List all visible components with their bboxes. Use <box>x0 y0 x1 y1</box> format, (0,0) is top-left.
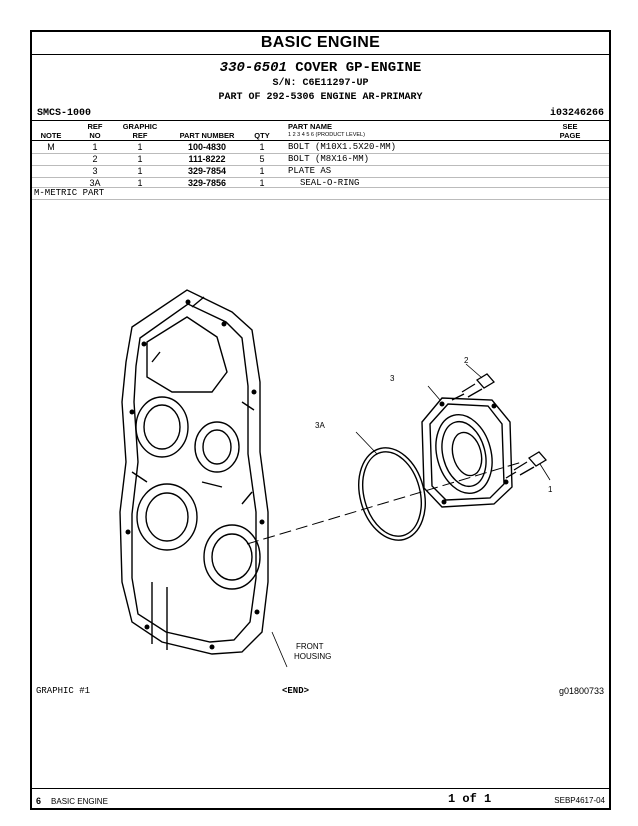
row-part-name: BOLT (M10X1.5X20-MM) <box>288 142 397 152</box>
plate-shape <box>421 397 513 508</box>
illustration-ref: i03246266 <box>549 108 604 119</box>
col-product-level: 1 2 3 4 5 6 (PRODUCT LEVEL) <box>288 132 365 138</box>
row-graphic: 1 <box>137 154 143 164</box>
seal-o-ring-shape <box>358 447 426 541</box>
callout-leaders <box>271 363 551 668</box>
row-qty: 5 <box>259 154 265 164</box>
metric-note: M-METRIC PART <box>34 188 105 198</box>
bolt-m10-shape <box>505 451 548 479</box>
row-part-number[interactable]: 329-7854 <box>187 166 227 176</box>
parts-page-frame: BASIC ENGINE 330-6501 COVER GP-ENGINE S/… <box>30 30 611 810</box>
row-divider <box>32 153 609 154</box>
assembly-axis <box>246 461 523 545</box>
callout-3a: 3A <box>315 421 325 430</box>
footer-rule <box>32 788 609 789</box>
plate-bolt-holes <box>439 401 509 505</box>
row-divider <box>32 165 609 166</box>
graphic-label: GRAPHIC #1 <box>36 686 91 696</box>
smcs-code: SMCS-1000 <box>37 108 92 119</box>
row-ref: 2 <box>92 154 98 164</box>
row-ref: 1 <box>92 142 98 152</box>
serial-number: S/N: C6E11297-UP <box>272 78 369 89</box>
row-part-name: BOLT (M8X16-MM) <box>288 154 370 164</box>
graphic-number: g01800733 <box>558 686 604 696</box>
row-graphic: 1 <box>137 166 143 176</box>
group-name: COVER GP-ENGINE <box>295 60 422 76</box>
row-part-number[interactable]: 329-7856 <box>187 178 227 188</box>
page-of: 1 of 1 <box>448 792 492 806</box>
housing-bolt-holes <box>125 299 265 650</box>
col-part-name: PART NAME <box>288 122 333 131</box>
col-note: NOTE <box>40 131 62 140</box>
row-part-name: PLATE AS <box>288 166 332 176</box>
callout-housing: HOUSING <box>294 652 332 661</box>
end-marker: <END> <box>282 686 310 696</box>
callout-front: FRONT <box>296 642 324 651</box>
row-part-name: SEAL-O-RING <box>300 178 360 188</box>
footer-section: BASIC ENGINE <box>51 797 108 806</box>
group-part-number: 330-6501 <box>219 60 287 76</box>
section-title: BASIC ENGINE <box>32 32 609 55</box>
row-divider <box>32 199 609 200</box>
row-qty: 1 <box>259 178 265 188</box>
row-ref: 3 <box>92 166 98 176</box>
callout-1: 1 <box>548 485 553 494</box>
col-qty: QTY <box>254 131 270 140</box>
col-ref-bottom: NO <box>89 131 101 140</box>
row-qty: 1 <box>259 142 265 152</box>
row-qty: 1 <box>259 166 265 176</box>
header-bottom-rule <box>32 140 609 141</box>
group-title: 330-6501 COVER GP-ENGINE <box>32 60 609 76</box>
page-number: 6 <box>36 796 42 806</box>
col-ref-top: REF <box>87 122 103 131</box>
header-top-rule <box>32 120 609 121</box>
row-divider <box>32 187 609 188</box>
exploded-view-drawing <box>119 289 551 668</box>
part-of-line: PART OF 292-5306 ENGINE AR-PRIMARY <box>218 92 423 103</box>
row-graphic: 1 <box>137 142 143 152</box>
row-ref: 3A <box>89 178 101 188</box>
col-part-number: PART NUMBER <box>179 131 235 140</box>
row-part-number[interactable]: 111-8222 <box>188 154 226 164</box>
callout-3: 3 <box>390 374 395 383</box>
footer-left: 6 BASIC ENGINE <box>36 796 108 806</box>
col-see-top: SEE <box>562 122 578 131</box>
callout-2: 2 <box>464 356 469 365</box>
row-divider <box>32 177 609 178</box>
col-graphic-top: GRAPHIC <box>122 122 158 131</box>
document-id: SEBP4617-04 <box>554 796 605 805</box>
col-graphic-bottom: REF <box>132 131 148 140</box>
front-housing-shape <box>119 289 269 655</box>
col-see-bottom: PAGE <box>559 131 581 140</box>
row-graphic: 1 <box>137 178 143 188</box>
row-note: M <box>47 142 55 152</box>
row-part-number[interactable]: 100-4830 <box>187 142 227 152</box>
bolt-m8-shape <box>451 373 496 401</box>
